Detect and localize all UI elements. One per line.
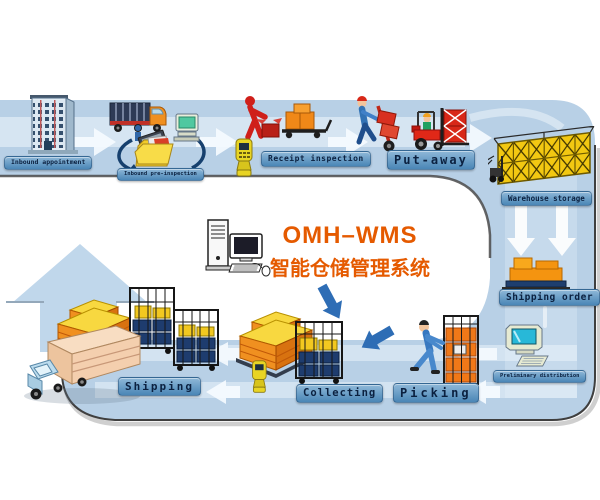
system-title: OMH–WMS 智能仓储管理系统	[250, 222, 450, 281]
delivery-truck	[24, 325, 142, 404]
stage-label-picking: Picking	[393, 383, 479, 404]
loading-arrows	[317, 283, 395, 350]
inner-outline	[0, 174, 492, 258]
computer-workstation-icon	[200, 216, 272, 280]
inbound-truck-icon	[108, 95, 170, 137]
shipping-order-pallet-icon	[500, 252, 576, 296]
right-band-flow-arrows	[507, 206, 576, 256]
worker-unpacking-icon	[228, 94, 282, 144]
rack-forklift-silhouette	[488, 155, 504, 183]
corner-swoosh	[468, 107, 565, 132]
pallet-trolley-boxes-icon	[280, 102, 334, 142]
stage-label-warehouse-storage: Warehouse storage	[501, 191, 592, 206]
cage-container	[295, 321, 343, 384]
storage-rack-icon	[488, 126, 600, 198]
connector-line	[543, 306, 547, 328]
handheld-scanner-icon	[252, 360, 267, 393]
stage-label-inbound-appointment: Inbound appointment	[4, 156, 93, 170]
forklift-icon	[410, 106, 472, 156]
stage-label-shipping-order: Shipping order	[499, 289, 600, 307]
handheld-scanner-icon	[233, 138, 255, 178]
top-band-flow-arrows	[74, 124, 492, 156]
stage-label-receipt-inspection: Receipt inspection	[261, 151, 371, 167]
stage-label-collecting: Collecting	[296, 384, 384, 403]
product-subtitle: 智能仓储管理系统	[270, 258, 430, 280]
preliminary-distribution-computer-icon	[500, 323, 560, 375]
hand-truck-worker-icon	[348, 94, 406, 156]
collecting-stack-cage-icon	[234, 296, 368, 402]
outer-outline	[60, 145, 596, 421]
stage-label-put-away: Put-away	[387, 150, 475, 171]
cage-cart-2	[173, 309, 219, 371]
office-building-icon	[16, 95, 96, 159]
pre-inspection-folder-computer-icon	[104, 110, 204, 172]
stage-label-preliminary-distribution: Preliminary distribution	[493, 370, 587, 383]
shipping-truck-loading-icon	[18, 282, 226, 408]
stage-label-shipping: Shipping	[118, 377, 201, 397]
product-name: OMH–WMS	[282, 222, 418, 249]
stage-label-inbound-pre-inspection: Inbound pre-inspection	[117, 168, 204, 181]
